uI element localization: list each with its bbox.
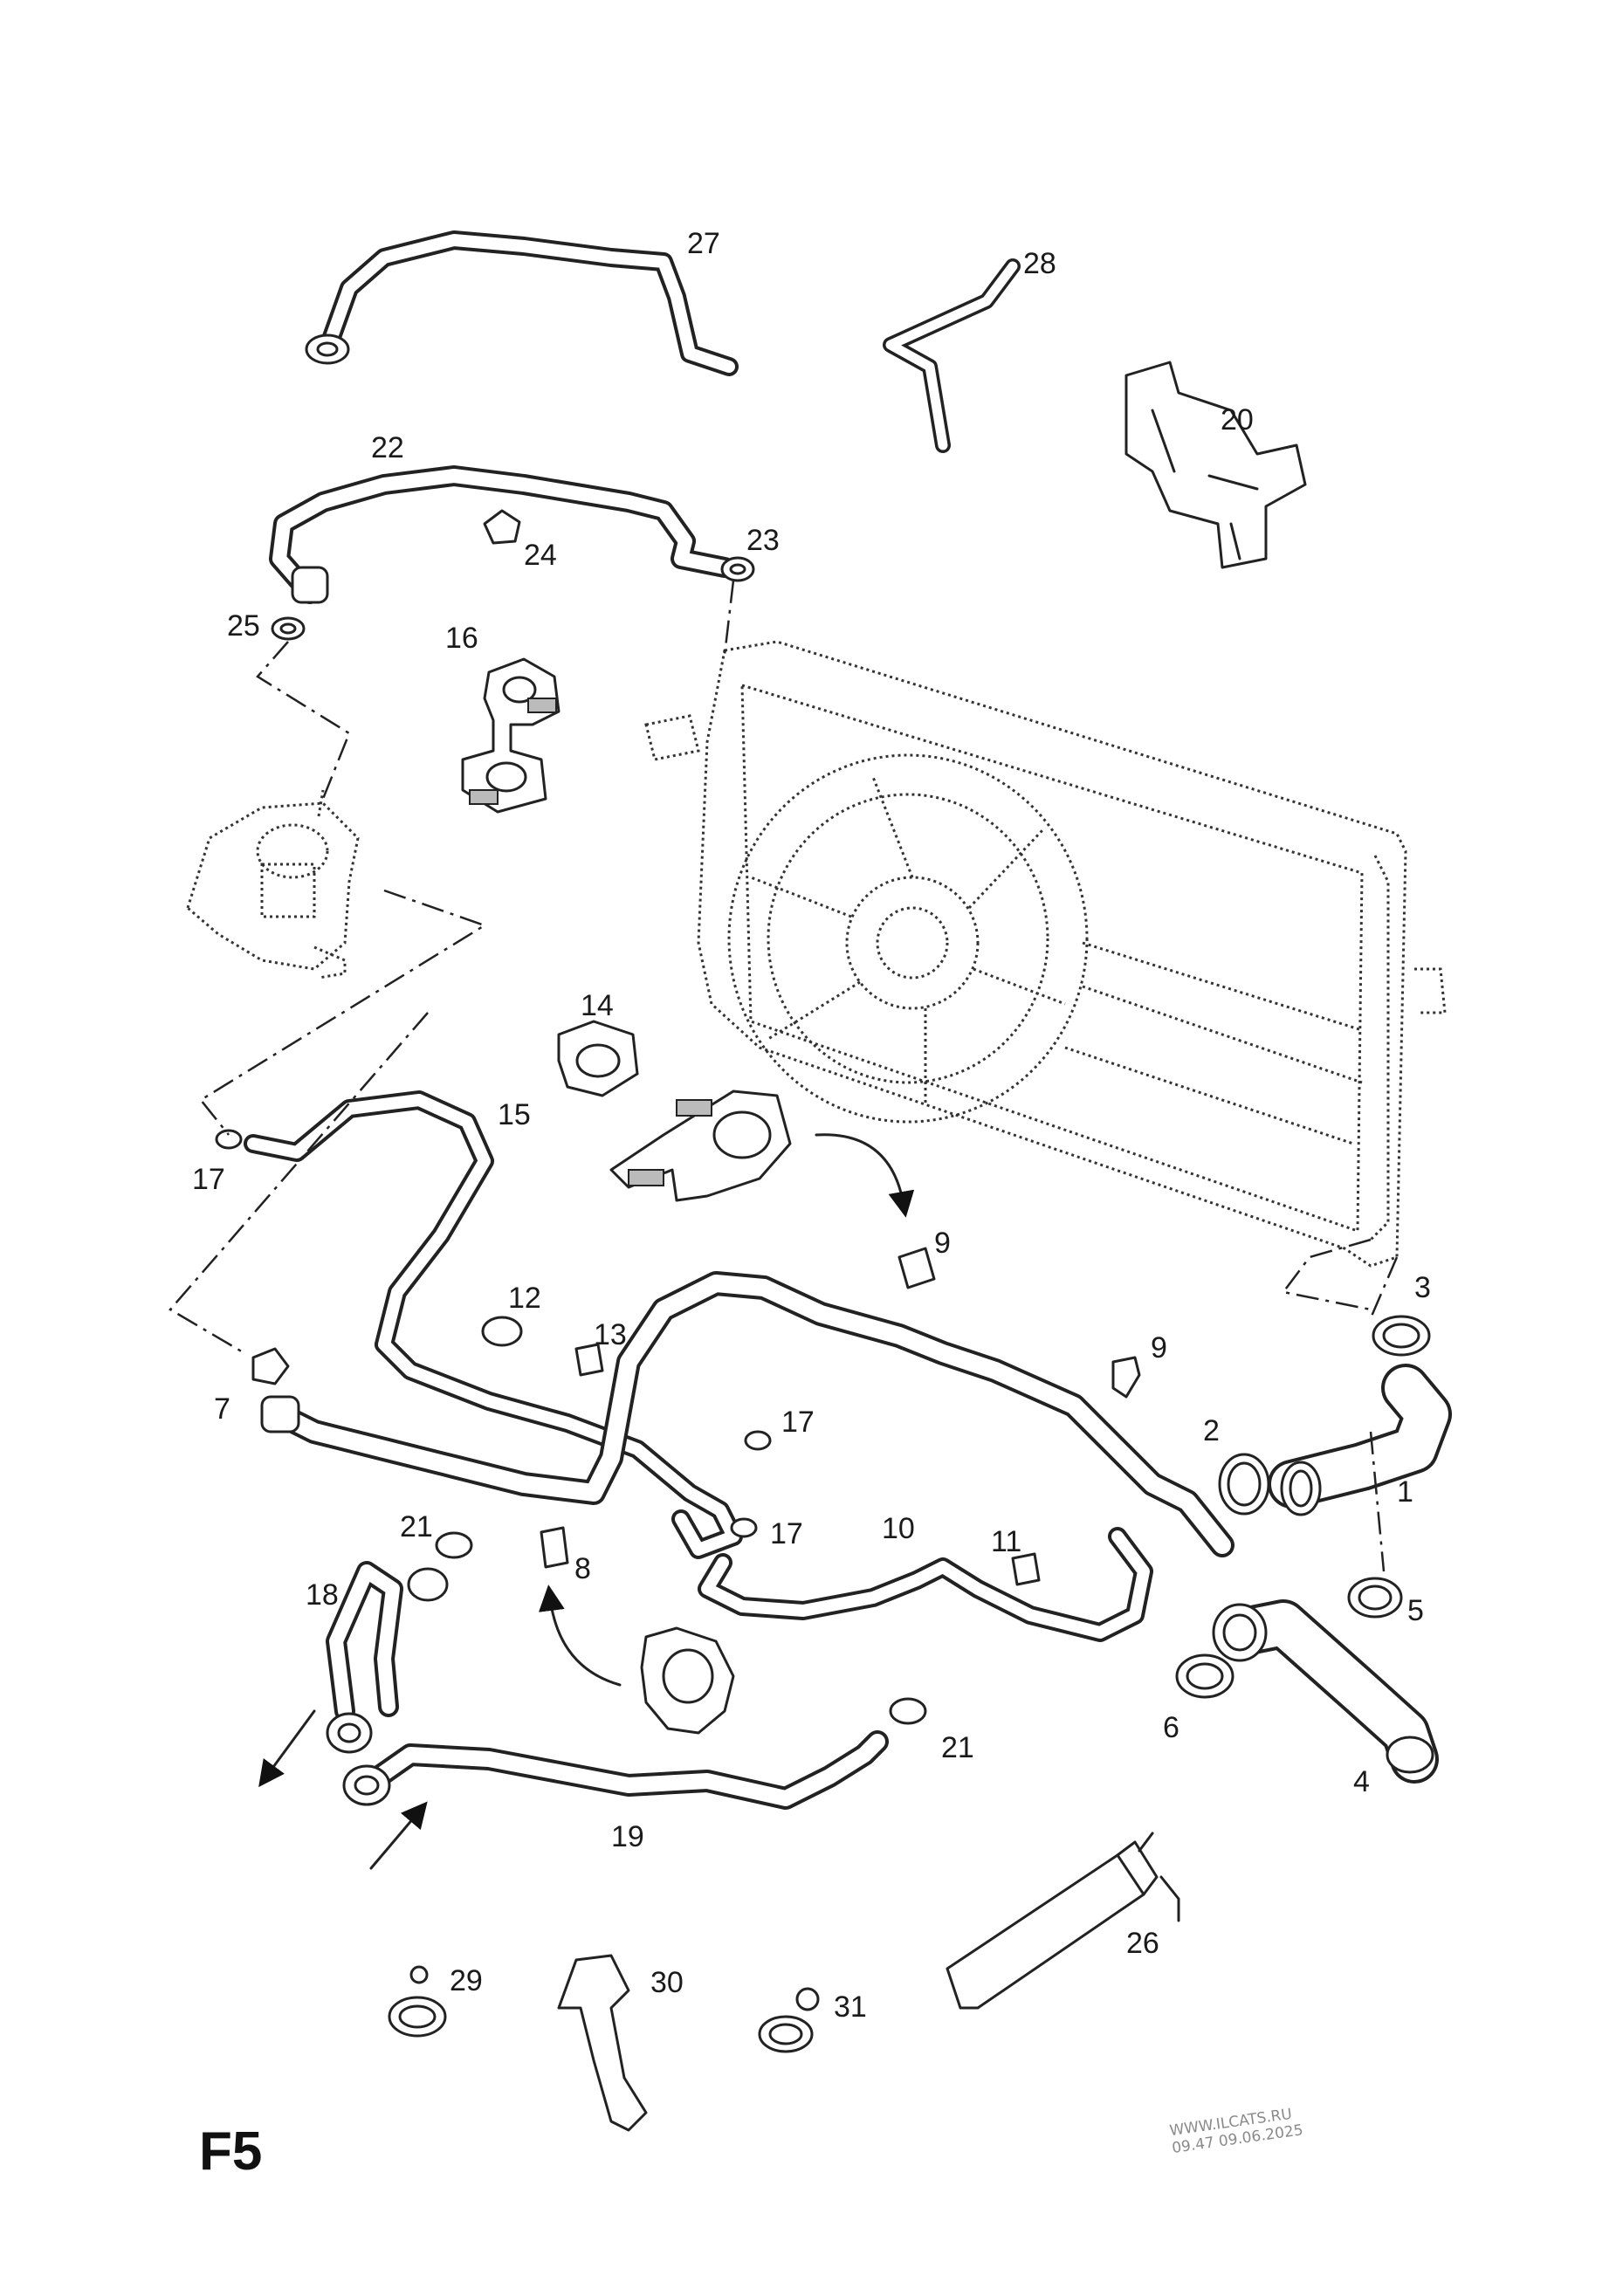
diagram-code: F5 [199,2121,262,2182]
clamp-6 [1175,1653,1234,1699]
callout-11: 11 [991,1525,1021,1558]
clamp-31 [758,1987,820,2053]
expansion-tank [186,789,360,980]
clamp-3 [1372,1315,1431,1357]
clip-8 [540,1526,569,1569]
callout-9-upper: 9 [934,1227,951,1260]
callout-24: 24 [524,539,557,572]
callout-17-top: 17 [192,1163,225,1196]
callout-15: 15 [498,1098,531,1131]
callout-4: 4 [1353,1765,1370,1798]
clip-25 [271,616,306,641]
clip-7 [251,1347,290,1385]
callout-16: 16 [445,622,478,655]
callout-30: 30 [650,1966,684,1999]
bracket-20 [1124,361,1307,569]
hose-22 [269,465,735,604]
callout-31: 31 [834,1990,867,2024]
callout-27: 27 [687,227,720,260]
callout-26: 26 [1126,1927,1159,1960]
clamp-21-upper [435,1531,473,1559]
callout-10: 10 [882,1512,915,1545]
callout-12: 12 [508,1282,541,1315]
connection-lines [168,580,1399,1572]
hose-10 [698,1527,1153,1642]
callout-18: 18 [306,1578,339,1612]
clip-14 [557,1020,639,1097]
clip-17-low [730,1517,758,1538]
callout-2: 2 [1203,1414,1220,1447]
flow-arrows [258,1709,428,1870]
part-26 [946,1832,1180,2010]
callout-1: 1 [1397,1475,1413,1509]
pipe-28 [883,258,1021,453]
clip-17-top [215,1129,243,1150]
hose-27 [305,230,739,376]
clip-23 [720,556,755,582]
callout-8: 8 [574,1552,591,1585]
radiator-fan-assembly [644,640,1447,1268]
clip-24 [483,509,521,545]
clamp-21-lower [889,1697,927,1725]
callout-17-mid: 17 [781,1406,815,1439]
clip-17-mid [744,1430,772,1451]
clip-9-lower [1111,1356,1141,1399]
callout-21-upper: 21 [400,1510,433,1543]
callout-5: 5 [1407,1594,1424,1627]
callout-17-low: 17 [770,1517,803,1550]
clamp-2 [1218,1453,1270,1516]
hose-19 [342,1730,889,1810]
clamp-5 [1347,1577,1403,1619]
holder-16 [461,657,560,814]
hose-7 [260,1271,1234,1557]
clamp-29 [388,1965,447,2038]
callout-14: 14 [581,989,614,1022]
callout-7: 7 [214,1392,230,1426]
clip-11 [1011,1552,1041,1586]
callout-19: 19 [611,1820,644,1853]
callout-29: 29 [450,1964,483,1997]
callout-20: 20 [1221,403,1254,437]
hose-1 [1268,1364,1452,1516]
hose-4 [1212,1599,1439,1784]
callout-3: 3 [1414,1271,1431,1304]
callout-9-lower: 9 [1151,1331,1167,1365]
clip-13 [574,1343,604,1377]
callout-21-lower: 21 [941,1731,974,1764]
clip-12 [481,1316,523,1347]
callout-28: 28 [1023,247,1056,280]
bracket-30 [557,1954,648,2132]
clip-9-upper [897,1247,936,1289]
callout-13: 13 [594,1318,627,1351]
callout-23: 23 [746,524,780,557]
callout-25: 25 [227,609,260,643]
bracket-housing [609,1090,792,1202]
hose-15 [244,1090,743,1559]
callout-labels: 1 2 3 4 5 6 7 8 9 9 10 11 12 13 14 15 16… [192,227,1431,2024]
callout-22: 22 [371,431,404,464]
lower-housing [640,1626,735,1735]
callout-6: 6 [1163,1711,1179,1744]
hose-18 [326,1561,449,1754]
watermark: WWW.ILCATS.RU 09.47 09.06.2025 [1168,2106,1303,2157]
